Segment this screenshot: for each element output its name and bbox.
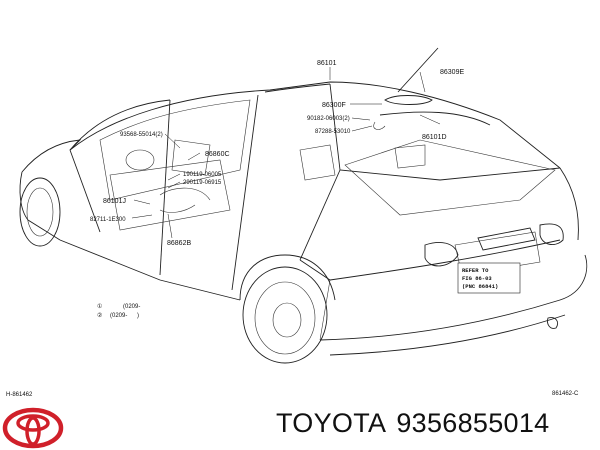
- diagram-ref-left: H-861462: [6, 392, 33, 398]
- label-87288: 87288-53010: [315, 129, 351, 135]
- diagram-ref-right: 861462-C: [552, 391, 579, 397]
- label-86101J: 86101J: [103, 198, 126, 205]
- label-86860C: 86860C: [205, 151, 230, 158]
- part-number: 9356855014: [396, 408, 550, 438]
- refer-box: REFER TO FIG 86-03 (PNC 86841): [457, 262, 521, 294]
- label-290119: 290119-06915: [183, 180, 222, 186]
- legend-row2-close: ): [137, 313, 139, 319]
- refer-line-1: REFER TO: [462, 267, 489, 274]
- toyota-logo-icon: [2, 407, 64, 449]
- legend-row2-text: (0209-: [110, 313, 127, 319]
- brand-name: TOYOTA: [276, 408, 387, 438]
- legend: ① (0209- ② (0209- ): [97, 303, 140, 319]
- legend-row1-symbol: ①: [97, 303, 102, 310]
- label-86101D: 86101D: [422, 134, 447, 141]
- label-93568: 93568-55014(2): [120, 132, 163, 138]
- label-86309E: 86309E: [440, 69, 464, 76]
- brand-part-number: TOYOTA 9356855014: [276, 408, 596, 439]
- label-190119: 190119-06005: [183, 172, 222, 178]
- legend-row2-symbol: ②: [97, 312, 102, 319]
- refer-line-3: (PNC 86841): [462, 283, 498, 290]
- label-82711: 82711-1E300: [90, 217, 126, 223]
- refer-line-2: FIG 86-03: [462, 275, 492, 282]
- car-illustration: [19, 47, 588, 364]
- label-86300F: 86300F: [322, 102, 346, 109]
- leader-lines: [131, 67, 441, 239]
- label-86862B: 86862B: [167, 240, 191, 247]
- label-86101-top: 86101: [317, 60, 337, 67]
- legend-row1-text: (0209-: [123, 304, 140, 310]
- label-90182: 90182-06003(2): [307, 116, 350, 122]
- part-labels: 86101 86309E 86300F 90182-06003(2) 87288…: [90, 60, 464, 247]
